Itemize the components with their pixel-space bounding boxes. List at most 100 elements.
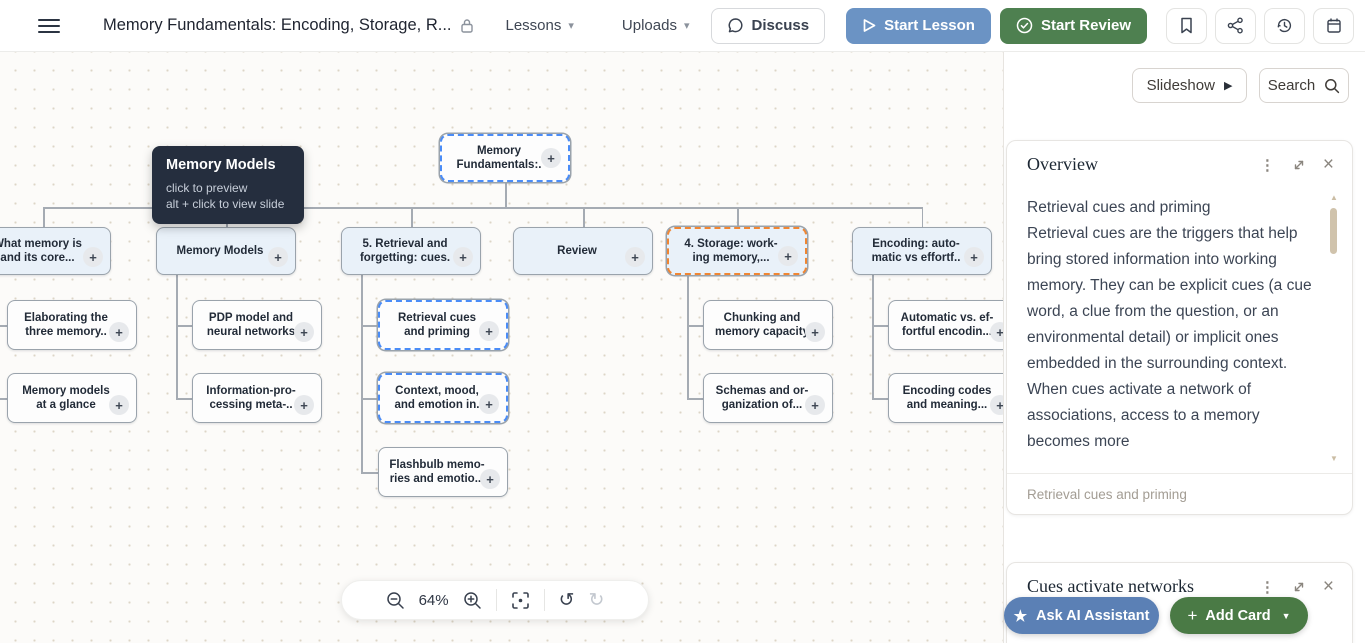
zoom-out-icon	[386, 591, 405, 610]
chevron-down-icon: ▾	[683, 20, 690, 32]
node-label: PDP model and neural networks	[206, 312, 296, 338]
add-child-button[interactable]: +	[480, 469, 500, 489]
overview-card-body[interactable]: Retrieval cues and priming Retrieval cue…	[1027, 199, 1312, 450]
ask-ai-assistant-button[interactable]: ★ Ask AI Assistant	[1004, 597, 1159, 634]
node-memory-models-at-a-glance[interactable]: Memory models at a glance +	[7, 373, 137, 423]
toolbar-divider	[543, 589, 545, 611]
star-icon: ★	[1013, 607, 1028, 625]
card-close-button[interactable]: ×	[1323, 155, 1334, 174]
node-label: Schemas and or- ganization of...	[715, 385, 809, 411]
side-panel: Slideshow ▶ Search Overview ⋮	[1003, 52, 1365, 643]
uploads-menu[interactable]: Uploads ▾	[622, 17, 690, 34]
node-schemas-and-organization[interactable]: Schemas and or- ganization of... +	[703, 373, 833, 423]
cues-card-header: Cues activate networks ⋮ ×	[1007, 563, 1352, 597]
node-elaborating-three-memory[interactable]: Elaborating the three memory.. +	[7, 300, 137, 350]
add-child-button[interactable]: +	[294, 395, 314, 415]
node-retrieval-and-forgetting[interactable]: 5. Retrieval and forgetting: cues. +	[341, 227, 481, 275]
node-memory-models[interactable]: Memory Models +	[156, 227, 296, 275]
add-child-button[interactable]: +	[109, 395, 129, 415]
source-slide-link[interactable]: Retrieval cues and priming	[1027, 486, 1187, 502]
calendar-button[interactable]	[1313, 7, 1354, 44]
discuss-label: Discuss	[751, 17, 810, 34]
zoom-in-button[interactable]	[463, 591, 482, 610]
add-child-button[interactable]: +	[479, 321, 499, 341]
node-flashbulb-memories[interactable]: Flashbulb memo- ries and emotio... +	[378, 447, 508, 497]
history-button[interactable]	[1264, 7, 1305, 44]
node-chunking-memory-capacity[interactable]: Chunking and memory capacity +	[703, 300, 833, 350]
node-label: Encoding codes and meaning...	[902, 385, 992, 411]
document-title: Memory Fundamentals: Encoding, Storage, …	[103, 16, 452, 34]
add-child-button[interactable]: +	[778, 246, 798, 266]
add-child-button[interactable]: +	[805, 395, 825, 415]
card-expand-button[interactable]	[1292, 580, 1306, 594]
hamburger-menu-button[interactable]	[38, 18, 60, 34]
overview-card: Overview ⋮ × Retrieval cues and priming …	[1006, 140, 1353, 515]
node-what-memory-is[interactable]: What memory is and its core... +	[0, 227, 111, 275]
fit-to-screen-button[interactable]	[511, 591, 530, 610]
node-information-processing-metaphor[interactable]: Information-pro- cessing meta-.. +	[192, 373, 322, 423]
play-outline-icon	[862, 18, 876, 33]
scroll-up-icon[interactable]: ▲	[1330, 193, 1338, 202]
node-label: Encoding: auto- matic vs effortf..	[871, 238, 961, 264]
hamburger-icon	[38, 18, 60, 34]
add-child-button[interactable]: +	[109, 322, 129, 342]
add-child-button[interactable]: +	[964, 247, 984, 267]
lessons-menu[interactable]: Lessons ▾	[506, 17, 574, 34]
undo-icon: ↺	[558, 589, 575, 611]
scrollbar-thumb[interactable]	[1330, 208, 1337, 254]
start-review-button[interactable]: Start Review	[999, 7, 1147, 44]
add-child-button[interactable]: +	[805, 322, 825, 342]
close-icon: ×	[1322, 154, 1334, 175]
add-child-button[interactable]: +	[268, 247, 288, 267]
node-label: Context, mood, and emotion in.	[394, 385, 480, 411]
node-storage-working-memory[interactable]: 4. Storage: work- ing memory,... +	[667, 227, 807, 275]
node-retrieval-cues-and-priming[interactable]: Retrieval cues and priming +	[378, 300, 508, 350]
header-actions: Discuss Start Lesson Start Review	[710, 7, 1354, 44]
node-review[interactable]: Review +	[513, 227, 653, 275]
node-memory-fundamentals-root[interactable]: Memory Fundamentals:. +	[440, 134, 570, 182]
card-menu-button[interactable]: ⋮	[1260, 578, 1275, 596]
add-child-button[interactable]: +	[294, 322, 314, 342]
kebab-icon: ⋮	[1259, 156, 1275, 174]
add-child-button[interactable]: +	[453, 247, 473, 267]
node-context-mood-emotion[interactable]: Context, mood, and emotion in. +	[378, 373, 508, 423]
add-child-button[interactable]: +	[83, 247, 103, 267]
undo-button[interactable]: ↺	[559, 591, 575, 610]
node-encoding-automatic-vs-effortful[interactable]: Encoding: auto- matic vs effortf.. +	[852, 227, 992, 275]
add-child-button[interactable]: +	[541, 148, 561, 168]
search-icon	[1324, 78, 1340, 94]
start-lesson-label: Start Lesson	[884, 17, 975, 34]
discuss-button[interactable]: Discuss	[710, 7, 826, 44]
scroll-down-icon[interactable]: ▼	[1330, 454, 1338, 463]
redo-button[interactable]: ↻	[589, 591, 605, 610]
header-icon-buttons	[1166, 7, 1354, 44]
bookmark-button[interactable]	[1166, 7, 1207, 44]
share-icon	[1227, 17, 1244, 34]
add-child-button[interactable]: +	[625, 247, 645, 267]
add-child-button[interactable]: +	[479, 394, 499, 414]
zoom-out-button[interactable]	[386, 591, 405, 610]
node-label: Review	[557, 245, 597, 257]
node-encoding-codes-and-meaning[interactable]: Encoding codes and meaning... +	[888, 373, 1018, 423]
node-label: Memory Models	[176, 245, 264, 257]
node-pdp-model-neural-networks[interactable]: PDP model and neural networks +	[192, 300, 322, 350]
search-button[interactable]: Search	[1259, 68, 1349, 103]
card-expand-button[interactable]	[1292, 158, 1306, 172]
workspace: Memory Fundamentals:. + What memory is a…	[0, 52, 1365, 643]
node-label: Chunking and memory capacity	[715, 312, 809, 338]
panel-floating-actions: ★ Ask AI Assistant + Add Card ▼	[1004, 597, 1308, 634]
add-card-button[interactable]: + Add Card ▼	[1170, 597, 1308, 634]
share-button[interactable]	[1215, 7, 1256, 44]
card-scrollbar: ▲ ▼	[1329, 193, 1339, 463]
node-label: 5. Retrieval and forgetting: cues.	[359, 238, 451, 264]
card-close-button[interactable]: ×	[1323, 577, 1334, 596]
add-card-label: Add Card	[1205, 607, 1271, 624]
slideshow-button[interactable]: Slideshow ▶	[1132, 68, 1247, 103]
card-menu-button[interactable]: ⋮	[1260, 156, 1275, 174]
zoom-in-icon	[463, 591, 482, 610]
node-automatic-vs-effortful-encoding[interactable]: Automatic vs. ef- fortful encodin... +	[888, 300, 1018, 350]
start-lesson-button[interactable]: Start Lesson	[846, 7, 991, 44]
node-label: Retrieval cues and priming	[398, 312, 476, 338]
zoom-level[interactable]: 64%	[418, 591, 449, 609]
toolbar-divider	[495, 589, 497, 611]
